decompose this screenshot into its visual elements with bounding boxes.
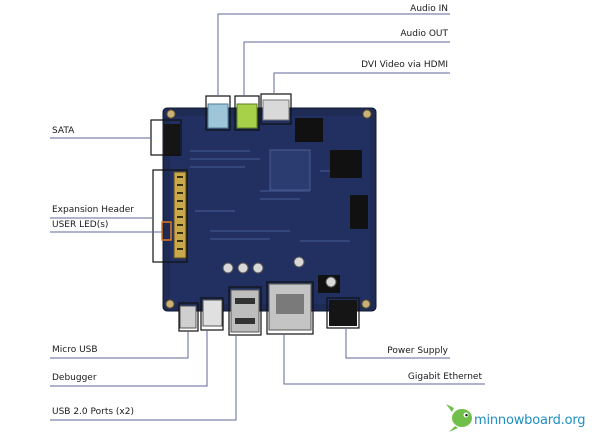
mount-hole [362,109,372,119]
minnowboard-pcb [162,99,377,333]
mount-hole [361,299,371,309]
usb-leader [50,335,237,421]
label-sata: SATA [52,126,75,136]
leader-lines [50,13,485,421]
label-micro-usb: Micro USB [52,345,98,355]
audio-out-leader [243,41,450,96]
fish-mascot-icon [446,404,472,432]
soc-area [269,149,311,191]
usb-stack-connector [230,289,260,333]
label-user-leds: USER LED(s) [52,220,109,230]
power-leader [345,328,450,359]
audio-out-jack [236,103,258,129]
label-audio-in: Audio IN [410,4,448,14]
mount-hole [166,109,176,119]
micro-usb-connector [179,305,197,329]
sata-connector [164,124,180,156]
mount-hole [165,299,175,309]
label-gigabit-ethernet: Gigabit Ethernet [407,372,482,382]
minnowboard-logo-text: minnowboard.org [474,413,586,428]
power-highlight-box [326,297,360,329]
debugger-leader [50,330,208,387]
power-jack [329,300,357,326]
user-led-highlight-box [161,221,172,241]
label-debugger: Debugger [52,373,97,383]
ethernet-highlight-box [266,281,314,335]
ethernet-leader [283,334,485,385]
label-dvi-video: DVI Video via HDMI [361,60,448,70]
hdmi-connector [262,99,290,121]
dvi-leader [273,72,450,94]
micro-usb-leader [50,331,189,359]
label-audio-out: Audio OUT [400,29,448,39]
expansion-header-highlight-box [152,169,188,263]
highlight-boxes [150,93,360,336]
usb-highlight-box [228,286,262,336]
debugger-connector [202,299,223,327]
debugger-highlight-box [200,297,224,331]
label-power-supply: Power Supply [387,346,448,356]
audio-out-highlight-box [234,95,260,131]
hdmi-highlight-box [260,93,292,125]
chip [295,118,323,142]
audio-in-leader [217,13,450,96]
chip [330,150,362,178]
label-usb-ports: USB 2.0 Ports (x2) [52,407,134,417]
chip [350,195,368,229]
audio-in-jack [207,103,229,129]
label-expansion-header: Expansion Header [52,205,134,215]
